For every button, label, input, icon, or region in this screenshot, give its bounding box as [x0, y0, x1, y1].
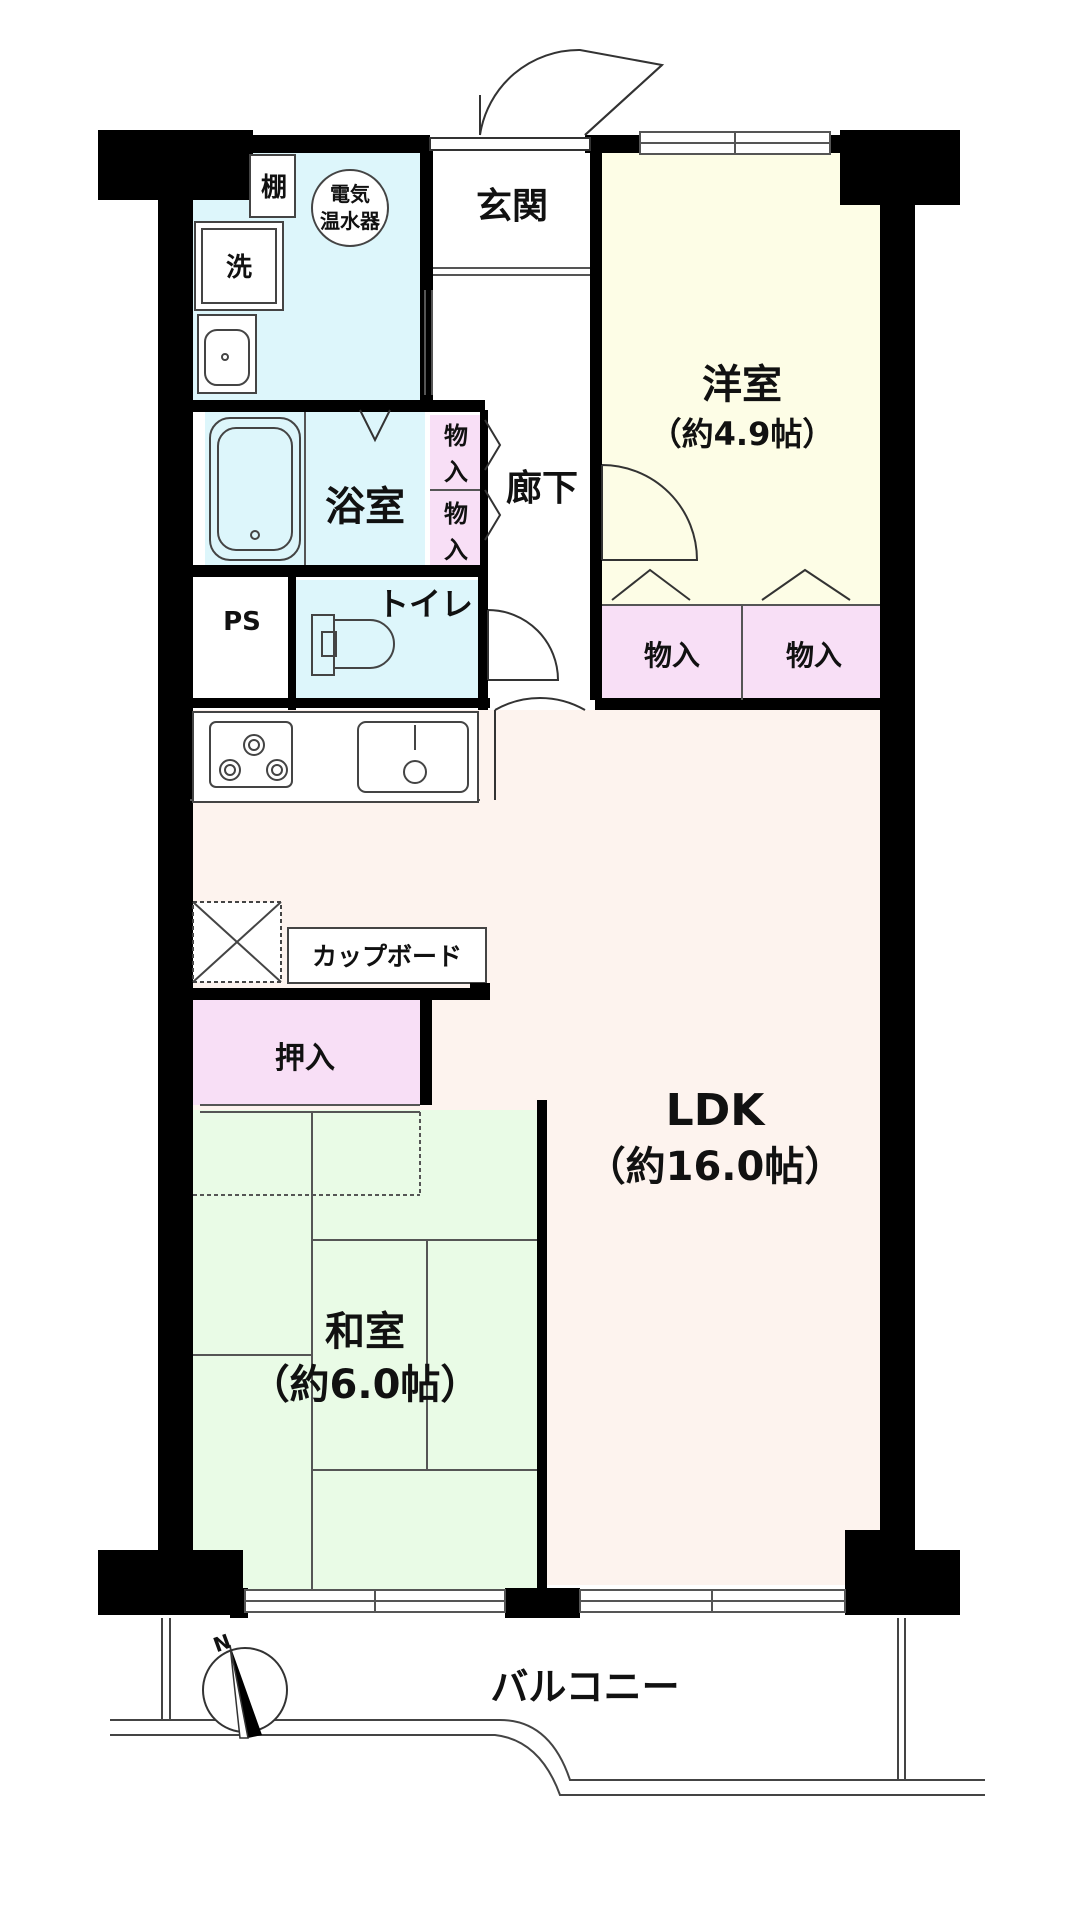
water-heater: [311, 169, 389, 247]
top-wall-left: [248, 135, 430, 153]
wall-western-left: [590, 150, 602, 700]
wall-corridor-left: [425, 150, 433, 410]
ps-label: PS: [223, 607, 261, 637]
top-wall-right: [830, 135, 880, 153]
shelf-label: 棚: [261, 173, 287, 203]
hall-storage-mono-2: 物: [444, 500, 468, 528]
top-wall-mid: [585, 135, 640, 153]
kitchen-counter: [192, 711, 479, 803]
kitchen-sink: [357, 721, 469, 793]
windows: [200, 131, 846, 1613]
hall-storage-iri-1: 入: [444, 458, 468, 486]
corridor-label: 廊下: [506, 468, 578, 509]
wall-ldk-top: [595, 698, 885, 710]
balcony: [110, 1618, 985, 1796]
wall-oshiire-right: [420, 990, 432, 1105]
ps-fill: [195, 580, 290, 665]
wall-washitsu-right: [537, 1100, 547, 1590]
stove: [209, 721, 293, 788]
hall-storage-iri-2: 入: [444, 536, 468, 564]
wall-oshiire-top: [190, 988, 490, 1000]
wall-toilet-right: [478, 570, 488, 710]
toilet-fixture: [311, 614, 395, 676]
door-swings: [359, 409, 851, 800]
north-label: N: [210, 1629, 234, 1657]
ldk-area: （約16.0帖）: [586, 1144, 845, 1190]
north-compass: [202, 1644, 288, 1739]
wall-ps-right: [288, 570, 296, 710]
cupboard-label: カップボード: [312, 942, 462, 971]
hall-storage-mono-1: 物: [444, 422, 468, 450]
closet-right-label: 物入: [786, 639, 842, 672]
oshiire-fill: [190, 1000, 425, 1105]
washitsu-label: 和室: [325, 1309, 405, 1355]
cupboard: [287, 927, 487, 984]
closet-left-label: 物入: [644, 639, 700, 672]
wall-kitchen-top: [190, 698, 490, 708]
room-fills: [190, 150, 885, 1590]
labels: 玄関 洋室 （約4.9帖） 棚 電気 温水器 洗 浴室 物 入 物 入 廊下 P…: [210, 173, 844, 1709]
right-wall: [880, 190, 915, 1590]
genkan-label: 玄関: [476, 186, 548, 227]
bathtub: [209, 417, 301, 561]
tatami: [193, 1112, 537, 1590]
left-wall: [158, 130, 193, 1590]
water-heater-label-2: 温水器: [320, 209, 381, 233]
washitsu-area: （約6.0帖）: [250, 1362, 481, 1408]
japanese-room-fill: [190, 1110, 540, 1590]
wall-washroom-right: [420, 150, 428, 405]
ldk-label: LDK: [666, 1085, 767, 1136]
western-room-area: （約4.9帖）: [650, 415, 835, 453]
washer-label: 洗: [226, 253, 252, 283]
fixtures: [192, 154, 490, 991]
walls: [98, 130, 960, 1618]
oshiire-label: 押入: [275, 1041, 335, 1076]
washer-pan: [194, 221, 284, 311]
interior-walls: [190, 150, 885, 1590]
pillar-notch-bottom-right: [845, 1530, 885, 1560]
toilet-label: トイレ: [377, 585, 473, 623]
water-heater-label-1: 電気: [330, 182, 370, 206]
bottom-wall-mid: [505, 1588, 580, 1618]
shelf: [249, 154, 296, 218]
entrance-door: [429, 48, 665, 151]
fridge-space: [192, 901, 282, 983]
wall-bath-bottom: [190, 565, 485, 577]
western-room-label: 洋室: [702, 362, 782, 408]
pillar-bottom-right: [845, 1550, 960, 1615]
pillar-bottom-left: [98, 1550, 243, 1615]
toilet-fill: [295, 580, 480, 700]
bath-fill: [205, 410, 425, 565]
wall-bath-top: [190, 400, 485, 412]
bath-label: 浴室: [325, 484, 405, 530]
balcony-label: バルコニー: [490, 1665, 679, 1709]
wall-storage-right: [480, 410, 488, 570]
